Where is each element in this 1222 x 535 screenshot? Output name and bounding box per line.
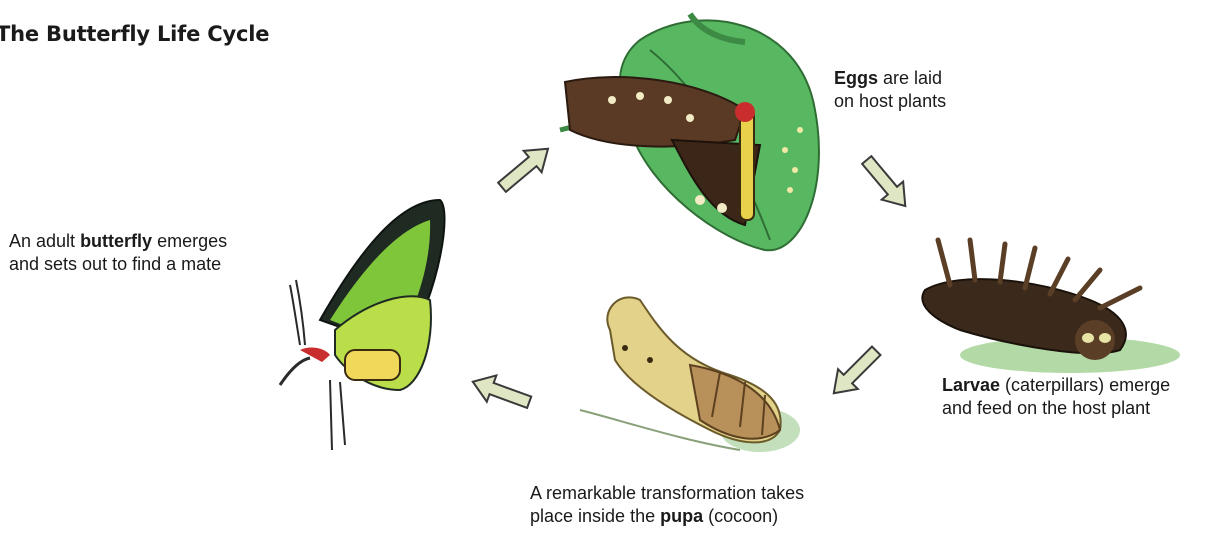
arrow-larvae-to-pupa [824, 341, 886, 403]
eggs-illustration [560, 14, 819, 250]
arrow-pupa-to-adult [468, 369, 534, 416]
larvae-illustration [922, 240, 1180, 373]
arrow-eggs-to-larvae [856, 151, 916, 215]
arrow-adult-to-eggs [493, 138, 557, 198]
pupa-illustration [580, 297, 800, 452]
adult-illustration [280, 200, 445, 450]
